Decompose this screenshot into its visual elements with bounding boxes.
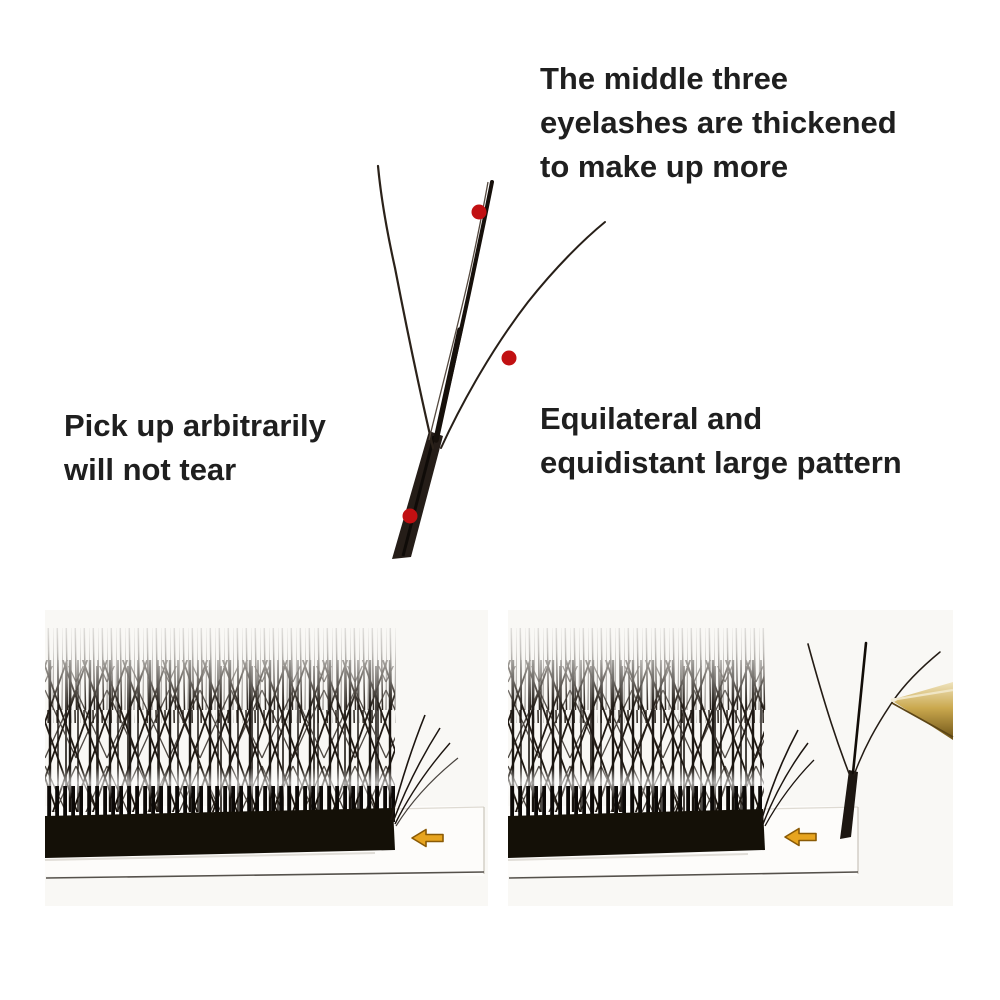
fan-middle-lash-base	[433, 327, 463, 443]
picked-fan-left-lash	[807, 643, 851, 777]
label-pattern: Equilateral and equidistant large patter…	[540, 397, 902, 485]
label-pickup: Pick up arbitrarily will not tear	[64, 404, 326, 492]
lash-fan-illustration	[376, 164, 606, 559]
label-pattern-line1: Equilateral and	[540, 401, 763, 436]
label-thickened-line3: to make up more	[540, 149, 789, 184]
loose-lashes	[390, 714, 459, 827]
tweezers	[890, 682, 954, 740]
label-thickened-line2: eyelashes are thickened	[540, 105, 897, 140]
tape-bottom-line	[508, 871, 859, 879]
tweezers-tip	[890, 698, 898, 702]
label-thickened-line1: The middle three	[540, 61, 789, 96]
left-arrow-icon	[411, 828, 444, 848]
adhesive-strip	[508, 809, 765, 858]
lash-tray-photo-right	[507, 610, 954, 906]
red-dot-marker	[402, 508, 418, 524]
tweezers-highlight	[890, 688, 954, 702]
left-arrow-icon	[784, 827, 817, 847]
fan-right-lash	[440, 221, 606, 449]
fan-stem-shade	[401, 435, 436, 557]
red-dot-marker	[471, 204, 487, 220]
picked-fan-middle-lash	[851, 641, 868, 775]
tweezers-lower-edge	[891, 702, 954, 738]
label-thickened: The middle three eyelashes are thickened…	[540, 57, 897, 189]
label-pattern-line2: equidistant large pattern	[540, 445, 902, 480]
strip-shadow	[507, 853, 749, 861]
label-pickup-line2: will not tear	[64, 452, 237, 487]
adhesive-strip	[45, 808, 395, 858]
tape-bottom-line	[45, 871, 485, 879]
red-dot-marker	[501, 350, 517, 366]
lash-tray-photo-left	[44, 610, 488, 906]
picked-fan-stem	[840, 770, 858, 839]
fan-left-lash	[376, 164, 435, 450]
tape-top-edge	[762, 806, 859, 810]
strip-shadow	[44, 852, 376, 861]
fan-middle-lash-thin	[428, 181, 489, 441]
loose-lashes	[760, 729, 815, 827]
label-pickup-line1: Pick up arbitrarily	[64, 408, 326, 443]
